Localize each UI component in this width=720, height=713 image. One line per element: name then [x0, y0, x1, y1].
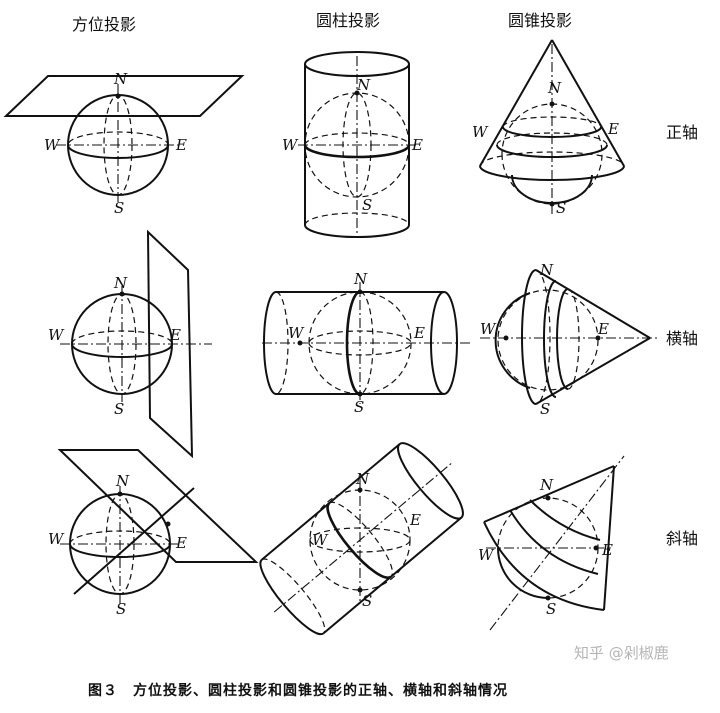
cylindrical-transverse-figure [262, 282, 470, 404]
cylindrical-oblique-n: N [355, 470, 370, 488]
conic-normal-e: E [607, 120, 619, 138]
conic-oblique-n: N [539, 476, 554, 494]
heading-azimuthal: 方位投影 [72, 15, 136, 34]
watermark: 知乎 @剁椒鹿 [574, 644, 669, 662]
azimuthal-transverse-s: S [114, 400, 124, 418]
cylindrical-normal-n: N [356, 76, 371, 94]
conic-transverse-w: W [480, 320, 497, 338]
conic-normal-s: S [556, 199, 566, 217]
azimuthal-transverse-e: E [169, 326, 181, 344]
heading-cylindrical: 圆柱投影 [316, 11, 380, 30]
conic-oblique-e: E [601, 541, 613, 559]
cylindrical-oblique-e: E [409, 511, 421, 529]
cylindrical-transverse-s: S [354, 398, 364, 416]
row-label-normal: 正轴 [666, 123, 698, 142]
heading-conic: 圆锥投影 [508, 11, 572, 30]
cylindrical-transverse-e: E [413, 324, 425, 342]
conic-oblique-figure [483, 455, 625, 631]
cylindrical-normal-e: E [411, 136, 423, 154]
cylindrical-normal-w: W [282, 136, 299, 154]
azimuthal-oblique-e: E [175, 534, 187, 552]
azimuthal-normal-n: N [113, 70, 128, 88]
azimuthal-transverse-w: W [48, 326, 65, 344]
conic-normal-n: N [547, 79, 562, 97]
azimuthal-normal-w: W [44, 136, 61, 154]
row-label-transverse: 横轴 [666, 329, 698, 348]
cylindrical-normal-s: S [362, 196, 372, 214]
conic-transverse-s: S [540, 400, 550, 418]
figure-caption: 图３ 方位投影、圆柱投影和圆锥投影的正轴、横轴和斜轴情况 [88, 683, 508, 699]
azimuthal-oblique-figure [57, 449, 259, 604]
conic-transverse-figure [480, 269, 660, 405]
conic-normal-w: W [472, 123, 489, 141]
figure-caption-area: 知乎 @剁椒鹿 图３ 方位投影、圆柱投影和圆锥投影的正轴、横轴和斜轴情况 [0, 644, 720, 706]
azimuthal-oblique-s: S [116, 600, 126, 618]
cylindrical-oblique-w: W [312, 531, 329, 549]
azimuthal-transverse-n: N [113, 274, 128, 292]
conic-transverse-e: E [597, 320, 609, 338]
azimuthal-normal-e: E [175, 136, 187, 154]
conic-oblique-w: W [478, 546, 495, 564]
conic-normal-figure [479, 39, 625, 214]
conic-transverse-n: N [539, 261, 554, 279]
cylindrical-normal-figure [298, 51, 416, 238]
cylindrical-transverse-w: W [288, 324, 305, 342]
azimuthal-oblique-w: W [48, 530, 65, 548]
azimuthal-normal-s: S [114, 199, 124, 217]
cylindrical-oblique-figure [259, 442, 464, 636]
cylindrical-oblique-s: S [362, 592, 372, 610]
cylindrical-transverse-n: N [353, 270, 368, 288]
row-label-oblique: 斜轴 [666, 529, 698, 548]
azimuthal-normal-figure [3, 75, 245, 202]
azimuthal-transverse-figure [60, 229, 212, 459]
azimuthal-oblique-n: N [115, 472, 130, 490]
conic-oblique-s: S [546, 600, 556, 618]
